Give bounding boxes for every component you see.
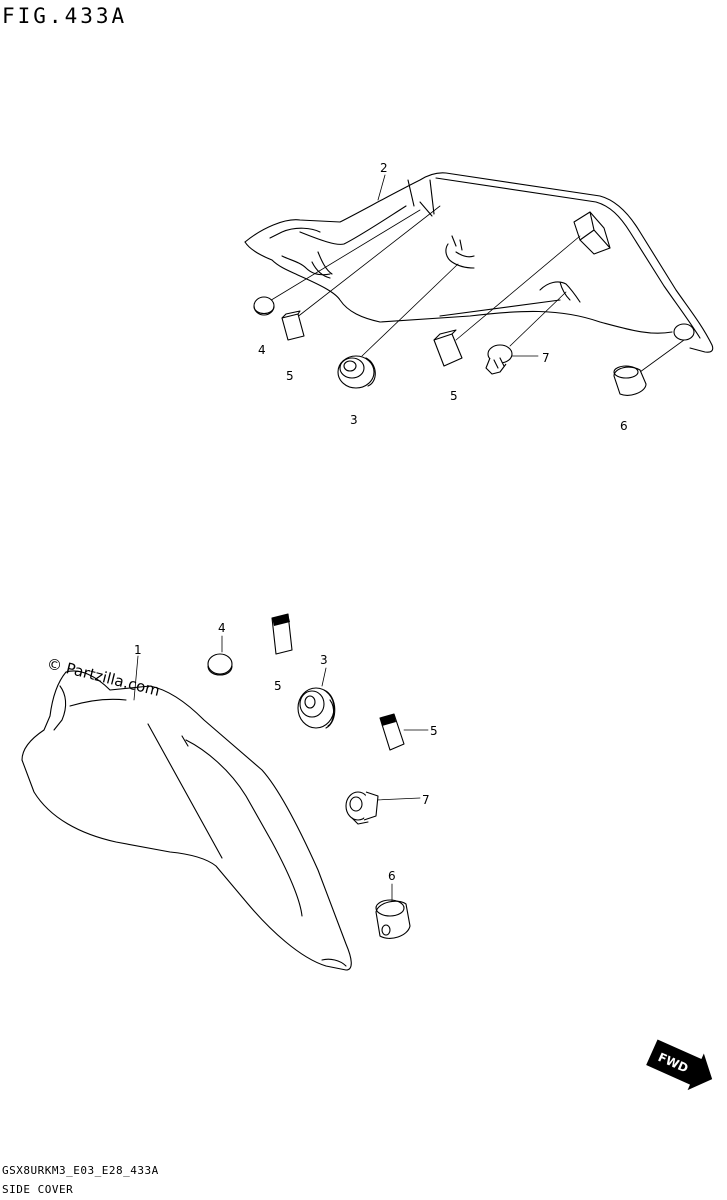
upper-side-cover-assembly: 2 4 5 3 5 7 6 — [244, 161, 714, 433]
clip-part-7-upper — [485, 344, 513, 375]
callout-7-lower: 7 — [422, 793, 430, 807]
cushion-part-5-upper-right — [433, 329, 463, 367]
cushion-part-5-lower-left — [271, 613, 293, 655]
grommet-part-3-upper — [337, 355, 376, 389]
forward-direction-badge: FWD — [646, 1039, 713, 1091]
callout-5-upper-left: 5 — [286, 369, 294, 383]
cushion-part-5-lower-right — [379, 713, 405, 751]
figure-code: GSX8URKM3_E03_E28_433A — [2, 1164, 159, 1177]
grommet-part-4-upper — [253, 296, 275, 316]
forward-arrow-icon — [646, 1039, 713, 1091]
callout-6-lower: 6 — [388, 869, 396, 883]
grommet-part-3-lower — [297, 687, 336, 729]
callout-6-upper: 6 — [620, 419, 628, 433]
lower-side-cover-assembly: 1 4 5 3 5 7 6 © Partzilla.com — [21, 613, 438, 971]
cushion-part-5-upper-left — [281, 310, 305, 341]
callout-4-lower: 4 — [218, 621, 226, 635]
lower-leader-lines — [133, 635, 429, 903]
callout-7-upper: 7 — [542, 351, 550, 365]
callout-5-lower-left: 5 — [274, 679, 282, 693]
callout-1-lower: 1 — [134, 643, 142, 657]
callout-5-lower-right: 5 — [430, 724, 438, 738]
side-cover-part-1 — [21, 670, 352, 971]
callout-3-lower: 3 — [320, 653, 328, 667]
callout-5-upper-right: 5 — [450, 389, 458, 403]
upper-leader-lines — [267, 174, 685, 373]
callout-4-upper: 4 — [258, 343, 266, 357]
side-cover-part-2 — [244, 172, 714, 353]
figure-title: FIG.433A — [2, 4, 128, 28]
clip-part-7-lower — [345, 791, 379, 825]
callout-3-upper: 3 — [350, 413, 358, 427]
callout-2-upper: 2 — [380, 161, 388, 175]
figure-name: SIDE COVER — [2, 1183, 74, 1196]
damper-part-6-upper — [613, 365, 647, 396]
damper-part-6-lower — [375, 899, 411, 939]
grommet-part-4-lower — [207, 653, 233, 676]
